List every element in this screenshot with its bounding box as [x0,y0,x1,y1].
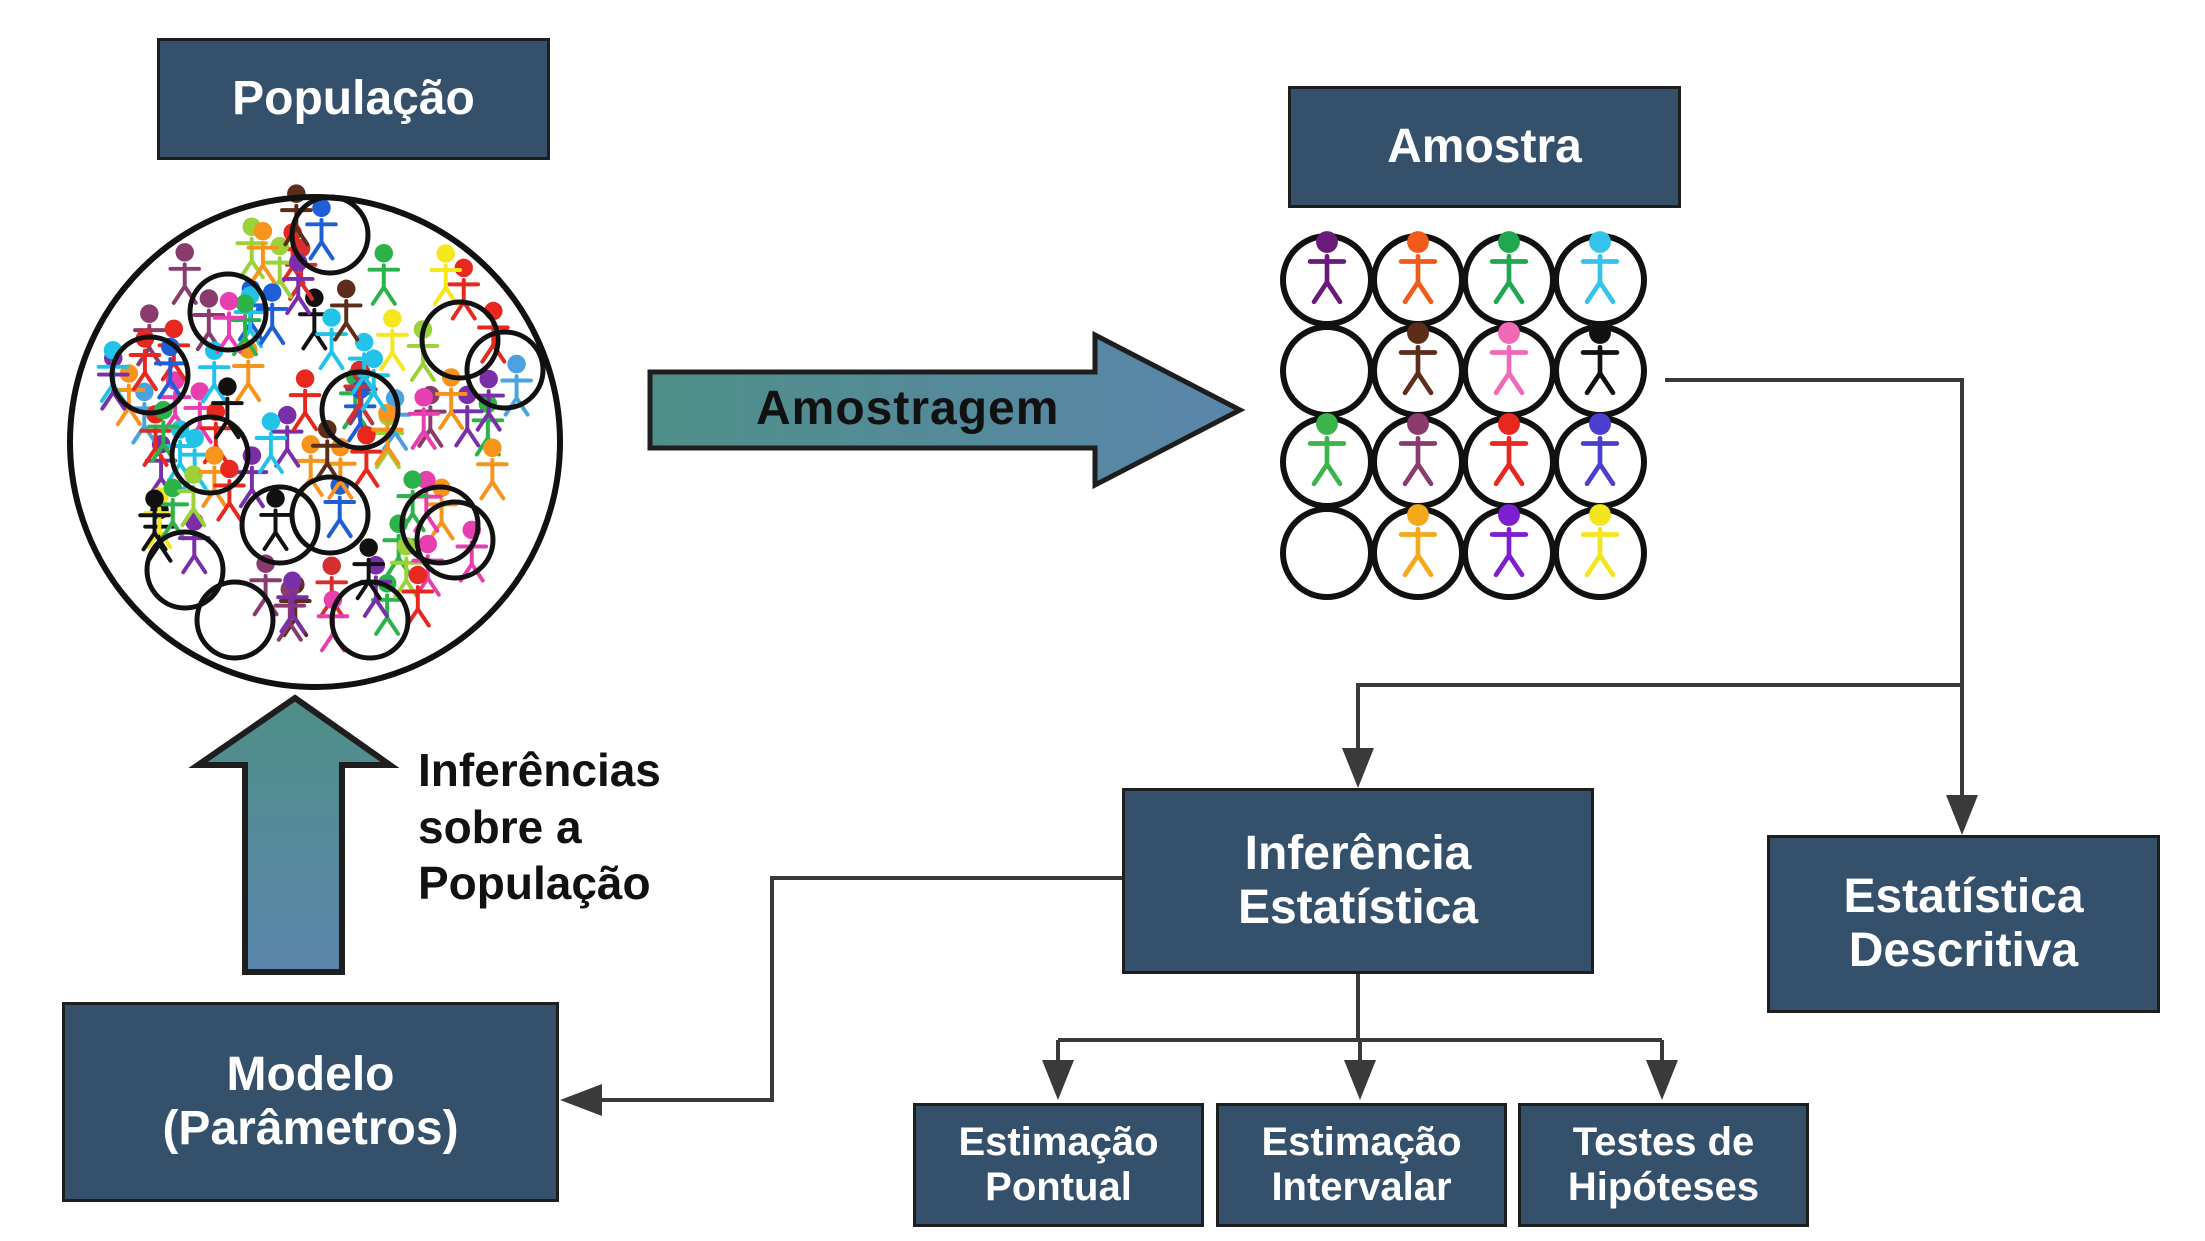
sample-ring-icon [194,579,276,661]
stick-figure-icon [246,221,280,284]
stick-figure-icon [1489,231,1529,305]
stick-figure-icon [288,369,322,432]
inferencia-line1: Inferência [1244,827,1472,881]
inferencia-estatistica-box: Inferência Estatística [1122,788,1594,974]
stick-figure-icon [447,258,481,321]
populacao-box: População [157,38,550,160]
pontual-line2: Pontual [985,1165,1132,1209]
arrowhead [1042,1060,1074,1100]
stick-figure-icon [255,283,289,346]
stick-figure-icon [1580,413,1620,487]
sample-ring-icon [419,299,501,381]
intervalar-line1: Estimação [1261,1120,1462,1165]
amostragem-arrow-shape [647,330,1246,490]
pontual-line1: Estimação [958,1120,1159,1165]
sample-ring-icon [1280,506,1374,600]
sample-ring-icon [187,271,269,353]
stick-figure-icon [211,377,244,440]
modelo-box: Modelo (Parâmetros) [62,1002,559,1202]
estimacao-intervalar-box: Estimação Intervalar [1216,1103,1507,1227]
sample-grid [1280,231,1647,600]
inferencias-label: Inferências sobre a População [418,742,661,912]
amostra-connector [1665,378,1964,685]
stick-figure-icon [1489,413,1529,487]
stick-figure-icon [270,405,304,468]
estatistica-descritiva-box: Estatística Descritiva [1767,835,2160,1013]
amostra-label: Amostra [1387,120,1582,174]
stick-figure-icon [1307,413,1347,487]
stick-figure-icon [213,459,246,522]
stick-figure-icon [231,340,265,403]
descritiva-line1: Estatística [1843,870,2084,924]
stick-figure-icon [1580,231,1620,305]
stick-figure-icon [357,349,390,412]
testes-line1: Testes de [1572,1120,1755,1165]
sample-ring-icon [169,414,251,496]
descritiva-line2: Descritiva [1848,924,2079,977]
stick-figure-icon [1398,322,1438,396]
testes-line2: Hipóteses [1567,1165,1760,1209]
sample-ring-icon [1280,324,1374,418]
stick-figure-icon [1489,322,1529,396]
stick-figure-icon [305,198,338,261]
inferencias-line2: sobre a [418,800,582,853]
stick-figure-icon [168,243,202,305]
stick-figure-icon [476,438,509,501]
stick-figure-icon [1489,504,1529,578]
arrowhead [1344,1060,1376,1100]
population-circle [67,194,563,690]
modelo-line2: (Parâmetros) [162,1102,459,1155]
modelo-line1: Modelo [226,1048,395,1102]
stick-figure-icon [1580,504,1620,578]
inferencia-line2: Estatística [1237,881,1479,934]
stick-figure-icon [367,243,401,306]
sample-ring-icon [414,499,496,581]
sample-ring-icon [144,529,226,611]
stick-figure-icon [128,329,162,392]
stick-figure-icon [254,412,288,475]
stick-figure-icon [156,478,190,541]
stick-figure-icon [376,309,409,371]
sample-ring-icon [239,484,321,566]
sample-ring-icon [329,579,411,661]
sample-ring-icon [319,369,401,451]
arrowhead [1946,795,1978,835]
inferencias-line3: População [418,857,651,910]
inferencias-arrow-shape [188,694,400,975]
stick-figure-icon [157,319,191,382]
crowd-figures [96,184,546,661]
stick-figure-icon [281,253,315,316]
arrowhead [560,1084,602,1116]
intervalar-line2: Intervalar [1271,1165,1452,1209]
sample-ring-icon [289,474,371,556]
sample-ring-icon [399,484,481,566]
populacao-label: População [232,72,475,126]
modelo-connector [592,876,1122,1102]
stick-figure-icon [276,571,309,634]
stick-figure-icon [1398,231,1438,305]
sample-ring-icon [109,334,191,416]
stick-figure-icon [329,279,363,342]
stick-figure-icon [1398,413,1438,487]
inferencias-line1: Inferências [418,744,661,796]
stick-figure-icon [138,489,171,552]
arrowhead [1342,748,1374,788]
stick-figure-icon [1398,504,1438,578]
stick-figure-icon [350,425,383,488]
arrowhead [1646,1060,1678,1100]
stick-figure-icon [1580,322,1620,396]
stick-figure-icon [407,388,440,450]
inferencia-connector [1356,683,1962,755]
amostragem-label: Amostragem [756,382,1060,435]
testes-hipoteses-box: Testes de Hipóteses [1518,1103,1809,1227]
estimacao-pontual-box: Estimação Pontual [913,1103,1204,1227]
stick-figure-icon [259,489,292,552]
stick-figure-icon [1307,231,1347,305]
sample-ring-icon [464,329,546,411]
amostra-box: Amostra [1288,86,1681,208]
